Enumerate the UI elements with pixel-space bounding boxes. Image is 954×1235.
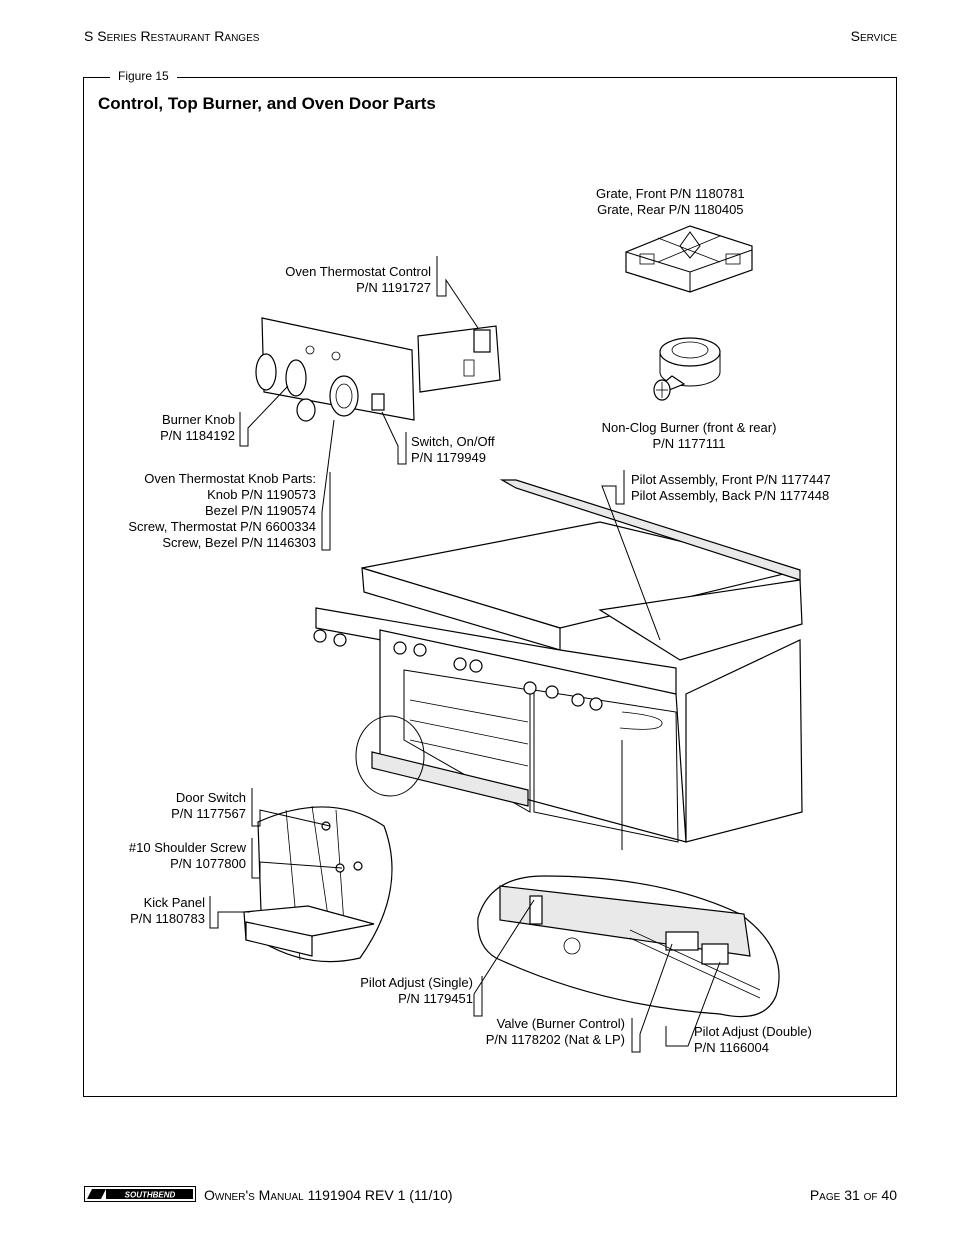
- burner-knob-callout: Burner Knob P/N 1184192: [160, 412, 235, 444]
- non-clog-burner-drawing: [653, 337, 721, 401]
- southbend-logo: SOUTHBEND: [84, 1186, 196, 1202]
- valve-callout: Valve (Burner Control) P/N 1178202 (Nat …: [486, 1016, 625, 1048]
- knob-pn: Knob P/N 1190573: [207, 487, 316, 502]
- pilot-assembly-front-pn: Pilot Assembly, Front P/N 1177447: [631, 472, 831, 487]
- kick-panel-callout: Kick Panel P/N 1180783: [130, 895, 205, 927]
- pilot-adjust-single-label: Pilot Adjust (Single): [360, 975, 473, 990]
- door-switch-callout: Door Switch P/N 1177567: [171, 790, 246, 822]
- shoulder-screw-label: #10 Shoulder Screw: [128, 840, 246, 855]
- grate-callout: Grate, Front P/N 1180781 Grate, Rear P/N…: [596, 186, 745, 218]
- running-header-right: Service: [850, 28, 897, 44]
- pilot-assembly-back-pn: Pilot Assembly, Back P/N 1177448: [631, 488, 830, 503]
- oven-thermostat-control-pn: P/N 1191727: [356, 280, 431, 295]
- leader-lines: [209, 256, 721, 1053]
- pilot-adjust-double-label: Pilot Adjust (Double): [694, 1024, 812, 1039]
- pilot-adjust-single-pn: P/N 1179451: [398, 991, 473, 1006]
- pilot-assembly-callout: Pilot Assembly, Front P/N 1177447 Pilot …: [631, 472, 831, 504]
- control-panel-drawing: [255, 317, 501, 422]
- switch-callout: Switch, On/Off P/N 1179949: [411, 434, 495, 466]
- screw-thermostat-pn: Screw, Thermostat P/N 6600334: [128, 519, 316, 534]
- non-clog-burner-pn: P/N 1177111: [652, 436, 726, 451]
- grate-front-pn: Grate, Front P/N 1180781: [596, 186, 745, 201]
- shoulder-screw-callout: #10 Shoulder Screw P/N 1077800: [129, 840, 246, 872]
- pilot-adjust-double-callout: Pilot Adjust (Double) P/N 1166004: [694, 1024, 812, 1056]
- logo-wordmark: SOUTHBEND: [125, 1191, 176, 1200]
- burner-knob-label: Burner Knob: [162, 412, 235, 427]
- door-switch-pn: P/N 1177567: [171, 806, 246, 821]
- figure-title: Control, Top Burner, and Oven Door Parts: [98, 94, 436, 113]
- figure-label: Figure 15: [110, 69, 177, 83]
- kick-panel-pn: P/N 1180783: [130, 911, 205, 926]
- oven-thermostat-control-callout: Oven Thermostat Control P/N 1191727: [285, 264, 431, 296]
- grate-rear-pn: Grate, Rear P/N 1180405: [597, 202, 744, 217]
- switch-pn: P/N 1179949: [411, 450, 486, 465]
- footer-manual-info: Owner's Manual 1191904 REV 1 (11/10): [204, 1187, 453, 1203]
- bezel-pn: Bezel P/N 1190574: [204, 503, 316, 518]
- burner-knob-pn: P/N 1184192: [160, 428, 235, 443]
- figure-frame: [83, 77, 897, 1097]
- screw-bezel-pn: Screw, Bezel P/N 1146303: [162, 535, 316, 550]
- door-switch-label: Door Switch: [175, 790, 246, 805]
- range-drawing: [313, 479, 803, 843]
- switch-label: Switch, On/Off: [411, 434, 495, 449]
- footer-page-number: Page 31 of 40: [809, 1187, 897, 1203]
- shoulder-screw-pn: P/N 1077800: [170, 856, 246, 871]
- knob-parts-heading: Oven Thermostat Knob Parts:: [144, 471, 316, 486]
- valve-pn: P/N 1178202 (Nat & LP): [485, 1032, 625, 1047]
- non-clog-burner-label: Non-Clog Burner (front & rear): [601, 420, 777, 435]
- pilot-adjust-single-callout: Pilot Adjust (Single) P/N 1179451: [360, 975, 473, 1007]
- oven-thermostat-knob-callout: Oven Thermostat Knob Parts: Knob P/N 119…: [128, 471, 316, 551]
- door-detail-drawing: [243, 805, 393, 963]
- oven-thermostat-control-label: Oven Thermostat Control: [285, 264, 431, 279]
- non-clog-burner-callout: Non-Clog Burner (front & rear) P/N 11771…: [594, 420, 784, 452]
- running-header-left: S Series Restaurant Ranges: [84, 28, 260, 44]
- pilot-adjust-double-pn: P/N 1166004: [694, 1040, 769, 1055]
- valve-label: Valve (Burner Control): [496, 1016, 625, 1031]
- grate-drawing: [625, 225, 753, 293]
- pilot-detail-drawing: [477, 875, 780, 1018]
- kick-panel-label: Kick Panel: [143, 895, 205, 910]
